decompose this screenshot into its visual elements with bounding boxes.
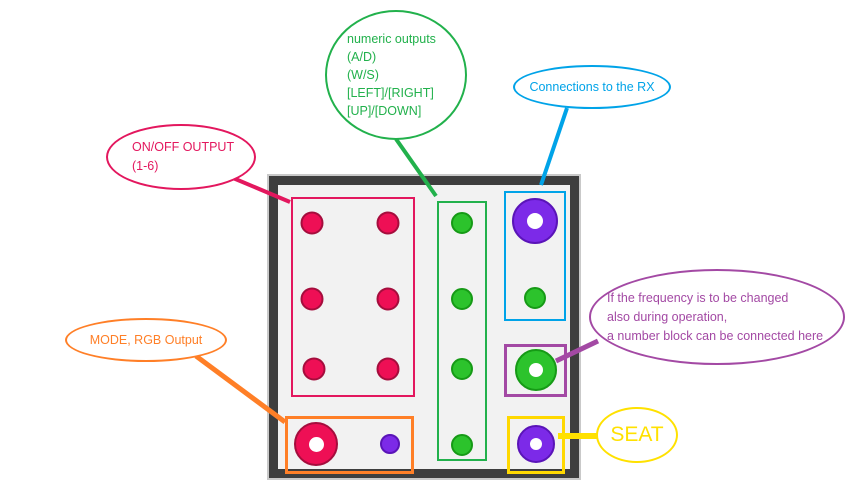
callout-seat: SEAT [596,407,678,463]
rx-connector-hole [527,213,543,229]
seat-connector-hole [530,438,542,450]
numeric-outputs-group [437,201,487,461]
onoff-dot-3 [300,287,324,311]
callout-onoff-line-2: (1-6) [132,159,159,173]
callout-numeric-line-1: numeric outputs [347,32,436,46]
frequency-connector-hole [529,363,543,377]
callout-frequency-note: If the frequency is to be changed also d… [589,269,845,365]
callout-numeric-line-4: [LEFT]/[RIGHT] [347,86,434,100]
frequency-connector [515,349,557,391]
rx-connector [512,198,558,244]
callout-mode-rgb: MODE, RGB Output [65,318,227,362]
rx-green-dot [524,287,546,309]
mode-connector [294,422,338,466]
callout-mode-label: MODE, RGB Output [89,333,203,347]
mode-connector-hole [308,436,324,452]
numeric-dot-3 [451,358,473,380]
onoff-dot-2 [376,211,400,235]
callout-onoff-output: ON/OFF OUTPUT (1-6) [106,124,256,190]
callout-rx-label: Connections to the RX [529,80,655,94]
mode-rgb-group [285,416,414,474]
callout-seat-label: SEAT [610,423,664,446]
seat-group [507,416,565,474]
callout-connections-rx: Connections to the RX [513,65,671,109]
frequency-block-group [504,344,567,397]
numeric-dot-2 [451,288,473,310]
callout-frequency-line-2: also during operation, [607,309,728,324]
rgb-dot [380,434,400,454]
numeric-dot-1 [451,212,473,234]
connector-board [269,176,579,478]
seat-connector [517,425,555,463]
onoff-dot-6 [376,357,400,381]
callout-numeric-line-2: (A/D) [347,50,377,64]
onoff-dot-1 [300,211,324,235]
numeric-dot-4 [451,434,473,456]
callout-frequency-line-1: If the frequency is to be changed [607,290,789,305]
callout-numeric-outputs: numeric outputs (A/D) (W/S) [LEFT]/[RIGH… [325,10,467,140]
callout-numeric-line-5: [UP]/[DOWN] [347,104,422,118]
callout-onoff-line-1: ON/OFF OUTPUT [132,140,235,154]
rx-pointer-line [539,107,569,186]
rx-connections-group [504,191,566,321]
callout-frequency-line-3: a number block can be connected here [607,328,824,343]
onoff-dot-4 [376,287,400,311]
callout-numeric-line-3: (W/S) [347,68,379,82]
onoff-output-group [291,197,415,397]
onoff-dot-5 [302,357,326,381]
